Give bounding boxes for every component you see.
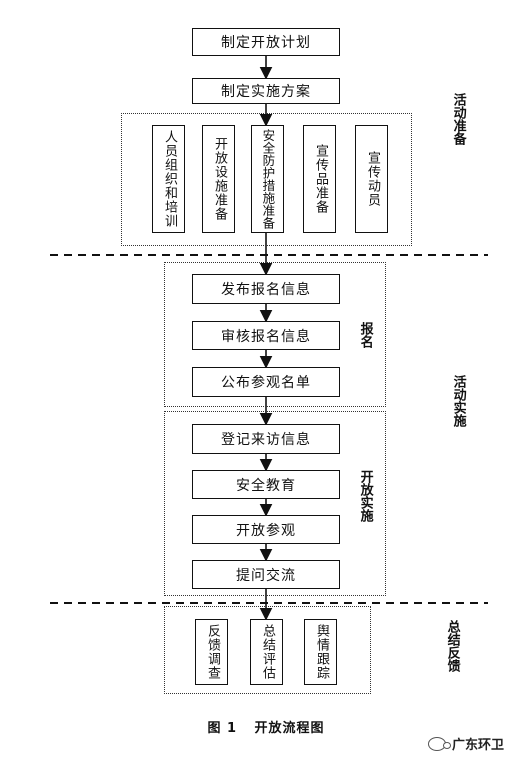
- feedback-item-3: 舆情跟踪: [304, 619, 337, 685]
- step-make-plan: 制定开放计划: [192, 28, 340, 56]
- step-register-visitors-label: 登记来访信息: [221, 432, 311, 448]
- prep-item-1-label: 人员组织和培训: [161, 130, 177, 228]
- figure-caption: 图 1 开放流程图: [0, 717, 532, 736]
- prep-item-4-label: 宣传品准备: [312, 144, 328, 214]
- prep-item-3: 安全防护措施准备: [251, 125, 284, 233]
- phase-label-summary: 总结反馈: [444, 620, 460, 672]
- prep-group: [121, 113, 412, 246]
- prep-item-5: 宣传动员: [355, 125, 388, 233]
- feedback-item-1-label: 反馈调查: [204, 624, 220, 680]
- step-make-scheme-label: 制定实施方案: [221, 84, 311, 100]
- prep-item-4: 宣传品准备: [303, 125, 336, 233]
- open-group: [164, 411, 386, 596]
- figure-number: 图 1: [207, 721, 238, 736]
- wechat-icon: [428, 736, 451, 751]
- feedback-group: [164, 606, 371, 694]
- step-publish-registration-label: 发布报名信息: [221, 282, 311, 298]
- group-label-open: 开放实施: [357, 470, 373, 522]
- step-review-registration-label: 审核报名信息: [221, 328, 311, 345]
- figure-title: 开放流程图: [254, 721, 325, 736]
- step-make-scheme: 制定实施方案: [192, 78, 340, 104]
- feedback-item-2: 总结评估: [250, 619, 283, 685]
- feedback-item-3-label: 舆情跟踪: [313, 624, 329, 680]
- prep-item-3-label: 安全防护措施准备: [260, 129, 276, 229]
- phase-label-implementation: 活动实施: [450, 375, 466, 427]
- step-safety-education: 安全教育: [192, 470, 340, 499]
- prep-item-5-label: 宣传动员: [364, 151, 380, 207]
- step-qa-exchange: 提问交流: [192, 560, 340, 589]
- step-announce-list: 公布参观名单: [192, 367, 340, 397]
- feedback-item-2-label: 总结评估: [259, 624, 275, 680]
- prep-item-2: 开放设施准备: [202, 125, 235, 233]
- step-register-visitors: 登记来访信息: [192, 424, 340, 454]
- step-announce-list-label: 公布参观名单: [221, 375, 311, 391]
- step-qa-exchange-label: 提问交流: [236, 567, 296, 584]
- feedback-item-1: 反馈调查: [195, 619, 228, 685]
- prep-item-2-label: 开放设施准备: [211, 137, 227, 221]
- step-safety-education-label: 安全教育: [236, 477, 296, 494]
- step-open-visit-label: 开放参观: [236, 522, 296, 539]
- watermark-text: 广东环卫: [452, 738, 505, 753]
- prep-item-1: 人员组织和培训: [152, 125, 185, 233]
- step-open-visit: 开放参观: [192, 515, 340, 544]
- watermark: 广东环卫: [428, 734, 504, 753]
- registration-group: [164, 262, 386, 407]
- step-review-registration: 审核报名信息: [192, 321, 340, 350]
- step-make-plan-label: 制定开放计划: [221, 35, 311, 51]
- step-publish-registration: 发布报名信息: [192, 274, 340, 304]
- group-label-registration: 报名: [357, 322, 373, 348]
- phase-label-preparation: 活动准备: [450, 93, 466, 145]
